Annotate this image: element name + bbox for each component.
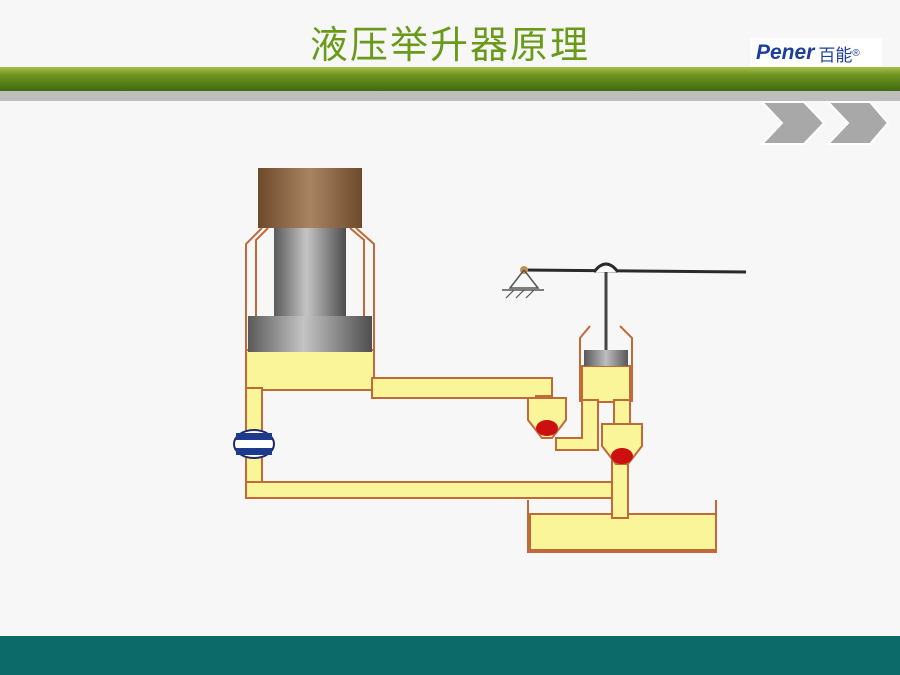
big-piston (248, 316, 372, 352)
lift-ram (274, 226, 346, 318)
pump-piston (584, 350, 628, 366)
load-block (258, 168, 362, 228)
fixed-pivot-icon (502, 266, 544, 299)
hydraulic-fluid (245, 349, 717, 551)
header-gray-band (0, 91, 900, 101)
header-green-band (0, 67, 900, 91)
pump-link-pipe (555, 399, 599, 451)
reservoir-tank (527, 500, 717, 553)
bottom-return-pipe (245, 481, 625, 499)
hand-lever (523, 262, 747, 274)
upper-horizontal-pipe (371, 377, 553, 399)
chevron-icon-2 (825, 101, 890, 145)
double-chevron-right-icon[interactable] (760, 100, 890, 146)
logo-chinese-text: 百能 (818, 45, 853, 66)
pump-to-outlet-pipe (613, 399, 631, 425)
pump-cylinder-walls (579, 325, 633, 402)
lever-arm (523, 268, 747, 274)
reservoir-suction-pipe (611, 459, 629, 519)
slide-title: 液压举升器原理 (309, 23, 590, 67)
reservoir-fluid (529, 513, 717, 551)
big-cylinder-walls (245, 227, 375, 352)
release-valve-icon (233, 429, 275, 459)
lever-rod-clevis (592, 262, 620, 273)
inlet-valve-ball (536, 420, 558, 436)
logo-latin-text: Pener (756, 41, 815, 64)
pener-logo: Pener 百能 ® (750, 38, 882, 68)
logo-registered-mark: ® (852, 47, 860, 59)
footer-bar (0, 636, 900, 675)
pump-cylinder-fluid (581, 365, 631, 403)
chevron-icon-1 (760, 101, 826, 145)
outlet-valve-ball (611, 448, 633, 464)
big-cylinder-fluid (245, 349, 375, 391)
